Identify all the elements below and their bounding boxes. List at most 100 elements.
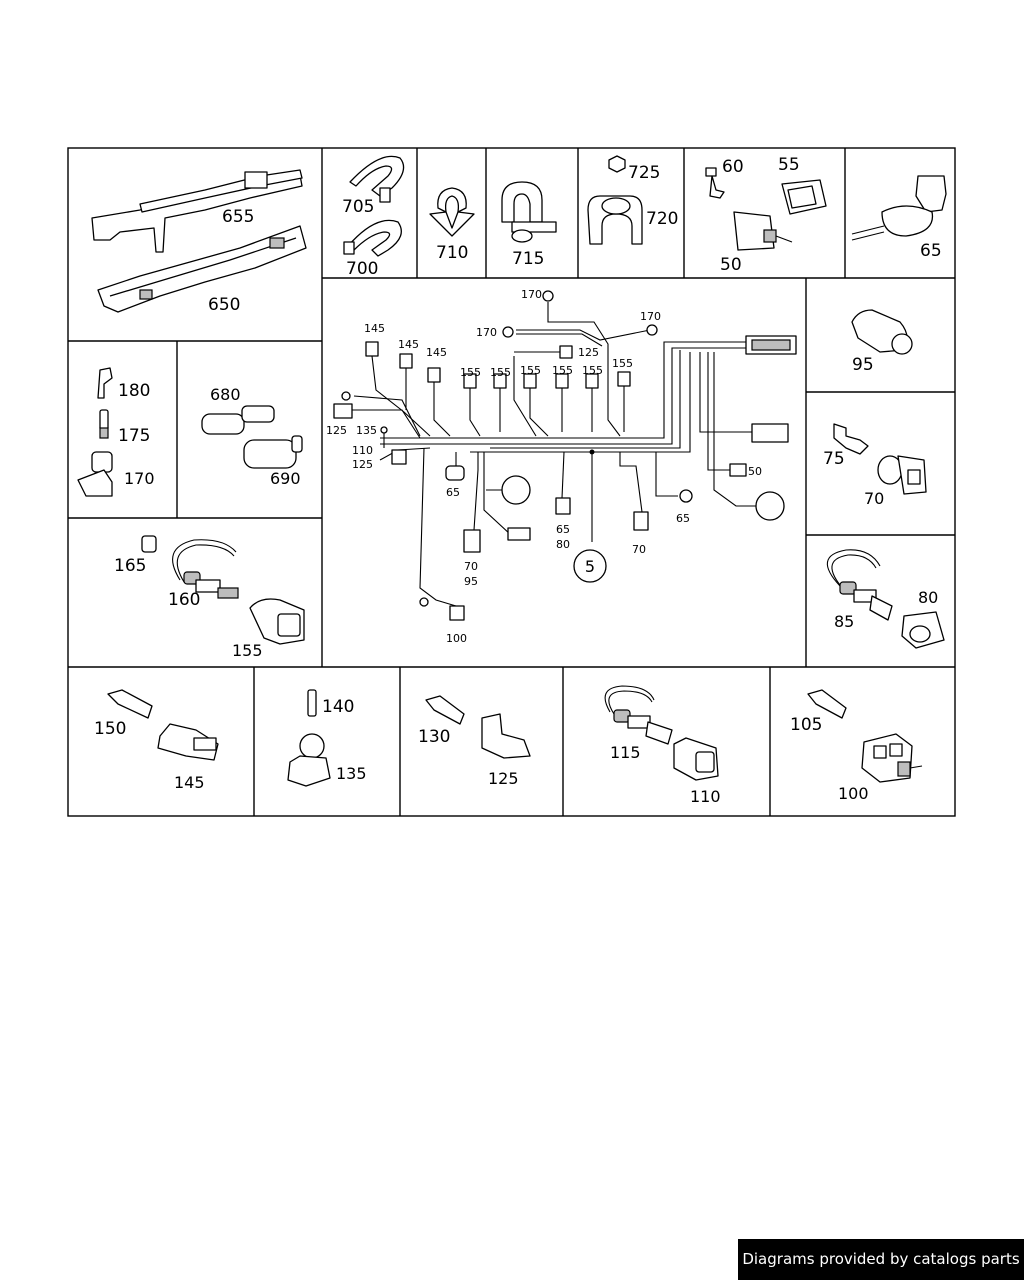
harness-label-95-low: 95 <box>464 575 478 588</box>
pin-140 <box>307 689 317 717</box>
housing-55 <box>781 179 827 215</box>
connector-145 <box>157 723 219 761</box>
callout-75: 75 <box>823 449 845 469</box>
connector-110 <box>673 737 719 781</box>
rivet-60 <box>705 167 725 199</box>
cable-duct-655 <box>91 169 303 253</box>
callout-80: 80 <box>918 588 938 607</box>
harness-labels: 170 170 170 125 145 145 145 155 155 155 … <box>326 288 762 645</box>
repair-cable-85 <box>826 549 893 621</box>
harness-label-170-right: 170 <box>640 310 661 323</box>
callout-95: 95 <box>852 355 874 375</box>
callout-165: 165 <box>114 556 146 576</box>
callout-115: 115 <box>610 743 641 762</box>
connector-70 <box>877 455 927 495</box>
connector-100 <box>861 733 923 783</box>
harness-label-50: 50 <box>748 465 762 478</box>
callout-690: 690 <box>270 469 301 488</box>
repair-cable-115 <box>604 685 673 745</box>
harness-label-65-right: 65 <box>676 512 690 525</box>
harness-label-125-left: 125 <box>326 424 347 437</box>
pin-130 <box>425 695 465 725</box>
harness-label-70-low: 70 <box>464 560 478 573</box>
terminal-75 <box>833 423 869 455</box>
harness-label-100: 100 <box>446 632 467 645</box>
callout-labels: 655 650 705 700 710 715 725 720 60 55 50… <box>94 155 942 806</box>
cable-tie-700 <box>343 219 402 257</box>
callout-145: 145 <box>174 773 205 792</box>
callout-680: 680 <box>210 385 241 404</box>
callout-705: 705 <box>342 197 374 217</box>
holder-720 <box>587 195 643 245</box>
callout-155: 155 <box>232 641 263 660</box>
seal-165 <box>141 535 157 553</box>
harness-label-135: 135 <box>356 424 377 437</box>
harness-label-155-b: 155 <box>490 366 511 379</box>
sensor-135 <box>287 733 331 787</box>
cable-duct-650 <box>97 225 307 313</box>
callout-70: 70 <box>864 489 884 508</box>
connector-50 <box>733 211 793 251</box>
catalog-credit-banner: Diagrams provided by catalogs parts <box>738 1239 1024 1280</box>
wiring-harness <box>333 290 797 621</box>
callout-65: 65 <box>920 241 942 261</box>
callout-125: 125 <box>488 769 519 788</box>
main-harness-marker <box>573 549 607 583</box>
harness-label-155-d: 155 <box>552 364 573 377</box>
callout-160: 160 <box>168 590 200 610</box>
pin-150 <box>107 689 153 719</box>
pin-105 <box>807 689 847 719</box>
callout-180: 180 <box>118 381 150 401</box>
grommet-715 <box>501 181 557 243</box>
callout-650: 650 <box>208 295 240 315</box>
harness-label-145-b: 145 <box>398 338 419 351</box>
coupling-690 <box>243 435 303 469</box>
callout-140: 140 <box>322 697 354 717</box>
callout-170: 170 <box>124 469 155 488</box>
harness-label-155-e: 155 <box>582 364 603 377</box>
repair-cable-160 <box>172 539 239 599</box>
harness-label-110: 110 <box>352 444 373 457</box>
callout-700: 700 <box>346 259 378 279</box>
pin-175 <box>99 409 109 439</box>
cell-grid <box>67 147 956 817</box>
callout-725: 725 <box>628 163 660 183</box>
harness-label-125-top: 125 <box>578 346 599 359</box>
callout-60: 60 <box>722 157 744 177</box>
callout-175: 175 <box>118 426 150 446</box>
callout-105: 105 <box>790 715 822 735</box>
connector-155 <box>249 598 305 645</box>
connector-125 <box>481 713 531 759</box>
callout-135: 135 <box>336 764 367 783</box>
callout-130: 130 <box>418 727 450 747</box>
harness-label-65-mid: 65 <box>556 523 570 536</box>
callout-710: 710 <box>436 243 468 263</box>
callout-55: 55 <box>778 155 800 175</box>
nut-725 <box>608 155 626 173</box>
harness-label-170-top: 170 <box>521 288 542 301</box>
harness-label-65-left: 65 <box>446 486 460 499</box>
callout-110: 110 <box>690 787 721 806</box>
sensor-65 <box>851 175 947 241</box>
harness-label-70-right: 70 <box>632 543 646 556</box>
callout-715: 715 <box>512 249 544 269</box>
callout-150: 150 <box>94 719 126 739</box>
harness-label-155-c: 155 <box>520 364 541 377</box>
harness-label-155-a: 155 <box>460 366 481 379</box>
connector-80 <box>901 611 945 649</box>
callout-85: 85 <box>834 612 854 631</box>
harness-main-number: 5 <box>585 557 595 576</box>
terminal-180 <box>97 367 113 399</box>
harness-label-155-f: 155 <box>612 357 633 370</box>
cable-tie-705 <box>349 155 405 203</box>
plug-680 <box>201 405 275 435</box>
callout-100: 100 <box>838 784 869 803</box>
callout-720: 720 <box>646 209 678 229</box>
harness-label-145-a: 145 <box>364 322 385 335</box>
harness-label-170-left: 170 <box>476 326 497 339</box>
callout-655: 655 <box>222 207 254 227</box>
clip-710 <box>429 187 475 237</box>
harness-label-145-c: 145 <box>426 346 447 359</box>
callout-50: 50 <box>720 255 742 275</box>
